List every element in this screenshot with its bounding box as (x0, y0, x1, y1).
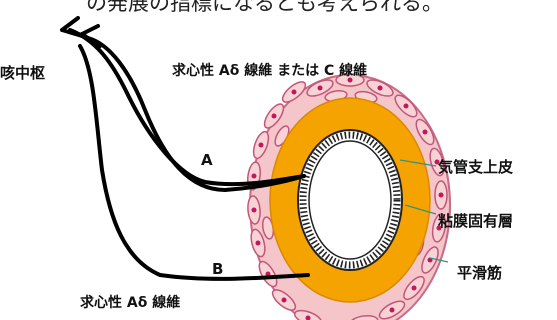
header-text-fragment: の発展の指標になるとも考えられる。 (86, 0, 443, 15)
cough-center-label: 咳中枢 (0, 64, 46, 82)
nerve-path-a-outer (86, 36, 306, 192)
airway-epithelium-label: 気管支上皮 (438, 158, 514, 176)
arrowhead-icon (80, 24, 102, 48)
label-leader-lines (399, 159, 449, 263)
smooth-muscle-nuclei (251, 77, 444, 320)
lamina-propria-label: 粘膜固有層 (438, 212, 514, 230)
path-a-label: A (201, 151, 213, 169)
afferent-fiber-top-label: 求心性 Aδ 線維 または C 線維 (172, 63, 368, 79)
path-b-label: B (212, 260, 224, 278)
nerve-path-b (78, 44, 310, 281)
smooth-muscle-label: 平滑筋 (457, 264, 503, 282)
afferent-nerve-fibers (68, 28, 310, 281)
arrowheads (60, 16, 102, 48)
airway-epithelium-stripes (299, 131, 401, 269)
afferent-fiber-bottom-label: 求心性 Aδ 線維 (80, 295, 181, 311)
arrowhead-icon (60, 16, 84, 38)
airway-lumen (308, 140, 392, 260)
